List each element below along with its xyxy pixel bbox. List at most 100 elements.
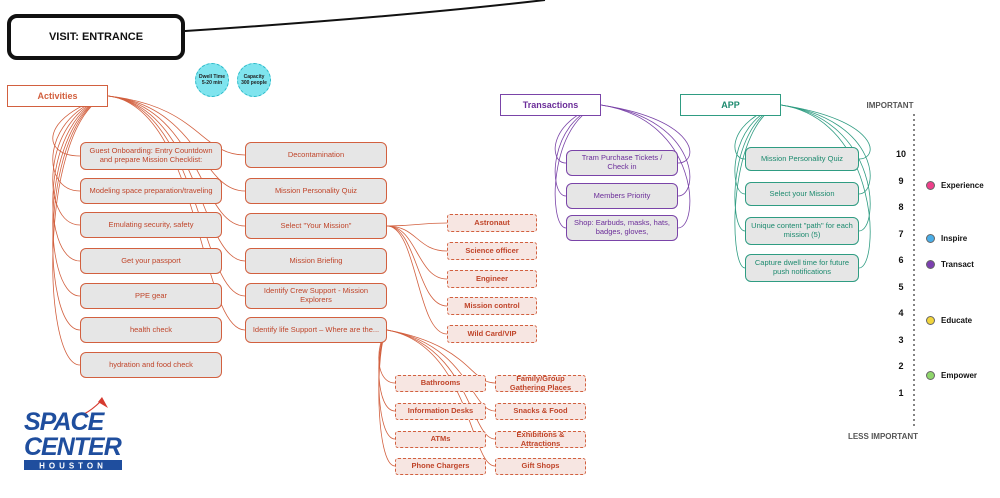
- capacity-label: Capacity: [243, 74, 265, 80]
- connector-line: [386, 225, 448, 335]
- connector-line: [52, 95, 109, 226]
- page-header: VISIT: ENTRANCE: [7, 14, 185, 60]
- space-center-logo-mark: SPACE CENTER HOUSTON: [24, 397, 123, 471]
- connector-line: [386, 225, 448, 307]
- logo-line2: CENTER: [24, 433, 122, 461]
- activity-item: hydration and food check: [80, 352, 222, 378]
- activity-item: health check: [80, 317, 222, 343]
- connector-line: [780, 104, 871, 160]
- connector-line: [780, 104, 871, 232]
- scale-number: 8: [898, 202, 904, 212]
- legend-dot: [926, 316, 935, 325]
- connector-line: [780, 104, 871, 269]
- connector-line: [386, 222, 448, 227]
- scale-number: 7: [898, 229, 904, 239]
- dwell-time-label: Dwell Time: [198, 74, 226, 80]
- rocket-trail: [83, 400, 102, 415]
- legend-empower: Empower: [926, 371, 977, 380]
- mission-option-label: Engineer: [475, 273, 509, 283]
- mission-option: Science officer: [447, 242, 537, 260]
- activity-item: Select "Your Mission": [245, 213, 387, 239]
- dwell-time-value: 5-20 min: [201, 80, 223, 86]
- transaction-item-label: Tram Purchase Tickets / Check in: [581, 153, 663, 171]
- legend-dot: [926, 181, 935, 190]
- activity-item: Decontamination: [245, 142, 387, 168]
- legend-experience: Experience: [926, 181, 984, 190]
- scale-number: 3: [898, 335, 904, 345]
- capacity-value: 300 people: [241, 80, 267, 86]
- activity-item: Identify life Support – Where are the...: [245, 317, 387, 343]
- activity-item: Mission Briefing: [245, 248, 387, 274]
- activity-item: Get your passport: [80, 248, 222, 274]
- life-support-label: Bathrooms: [420, 378, 461, 388]
- app-category: APP: [680, 94, 781, 116]
- activity-item-label: health check: [129, 324, 173, 334]
- life-support-label: Information Desks: [407, 406, 474, 416]
- activities-category-label: Activities: [37, 91, 78, 101]
- activity-item-label: Emulating security, safety: [108, 219, 194, 229]
- activity-item-label: Select "Your Mission": [280, 220, 352, 230]
- life-support-item: Family/Group Gathering Places: [495, 375, 586, 392]
- mission-option: Engineer: [447, 270, 537, 288]
- mission-option: Astronaut: [447, 214, 537, 232]
- life-support-item: Phone Chargers: [395, 458, 486, 475]
- scale-number: 4: [898, 308, 904, 318]
- activity-item-label: Mission Personality Quiz: [274, 185, 358, 195]
- capacity-bubble: Capacity 300 people: [237, 63, 271, 97]
- app-item: Unique content "path" for each mission (…: [745, 217, 859, 245]
- connector-line: [378, 329, 396, 440]
- mission-option-label: Astronaut: [474, 217, 510, 227]
- activity-item-label: Modeling space preparation/traveling: [89, 185, 213, 195]
- app-item-label: Unique content "path" for each mission (…: [751, 221, 853, 239]
- connector-line: [386, 225, 448, 280]
- mission-option: Wild Card/VIP: [447, 325, 537, 343]
- connector-line: [600, 104, 691, 164]
- scale-number: 1: [898, 388, 904, 398]
- scale-number: 10: [895, 149, 906, 159]
- life-support-item: Snacks & Food: [495, 403, 586, 420]
- legend-inspire: Inspire: [926, 234, 967, 243]
- dwell-time-bubble: Dwell Time 5-20 min: [195, 63, 229, 97]
- transaction-item: Tram Purchase Tickets / Check in: [566, 150, 678, 176]
- scale-number: 5: [898, 282, 904, 292]
- scale-top-label: IMPORTANT: [866, 101, 914, 110]
- app-item: Capture dwell time for future push notif…: [745, 254, 859, 282]
- app-item: Mission Personality Quiz: [745, 147, 859, 171]
- connector-line: [52, 95, 109, 297]
- legend-label: Inspire: [941, 234, 968, 243]
- legend-label: Educate: [941, 316, 973, 325]
- activity-item-label: Decontamination: [287, 149, 345, 159]
- life-support-label: Phone Chargers: [411, 461, 470, 471]
- activity-item-label: Identify Crew Support - Mission Explorer…: [263, 286, 369, 304]
- connector-line: [386, 225, 448, 252]
- app-category-label: APP: [721, 100, 740, 110]
- life-support-item: Bathrooms: [395, 375, 486, 392]
- scale-number: 6: [898, 255, 904, 265]
- life-support-item: Exhibitions & Attractions: [495, 431, 586, 448]
- top-arc: [169, 0, 546, 33]
- mission-option-label: Wild Card/VIP: [467, 328, 517, 338]
- activity-item-label: hydration and food check: [109, 359, 193, 369]
- legend-label: Transact: [941, 260, 974, 269]
- legend-dot: [926, 371, 935, 380]
- activity-item-label: PPE gear: [134, 290, 168, 300]
- rocket-icon: [98, 397, 108, 408]
- life-support-item: Information Desks: [395, 403, 486, 420]
- connector-line: [378, 329, 396, 467]
- app-item-label: Select your Mission: [769, 188, 835, 198]
- activity-item: Modeling space preparation/traveling: [80, 178, 222, 204]
- app-item-label: Capture dwell time for future push notif…: [754, 258, 850, 276]
- activity-item: Emulating security, safety: [80, 212, 222, 238]
- life-support-label: Exhibitions & Attractions: [516, 431, 565, 448]
- legend-dot: [926, 234, 935, 243]
- logo-line3: HOUSTON: [39, 462, 107, 471]
- legend-label: Experience: [941, 181, 984, 190]
- connector-line: [600, 104, 691, 197]
- mission-option-label: Science officer: [465, 245, 519, 255]
- app-item: Select your Mission: [745, 182, 859, 206]
- connector-line: [52, 95, 109, 262]
- scale-number: 9: [898, 176, 904, 186]
- activity-item: Guest Onboarding: Entry Countdown and pr…: [80, 142, 222, 170]
- activity-item-label: Identify life Support – Where are the...: [252, 324, 380, 334]
- space-center-logo: SPACE CENTER HOUSTON: [22, 396, 130, 476]
